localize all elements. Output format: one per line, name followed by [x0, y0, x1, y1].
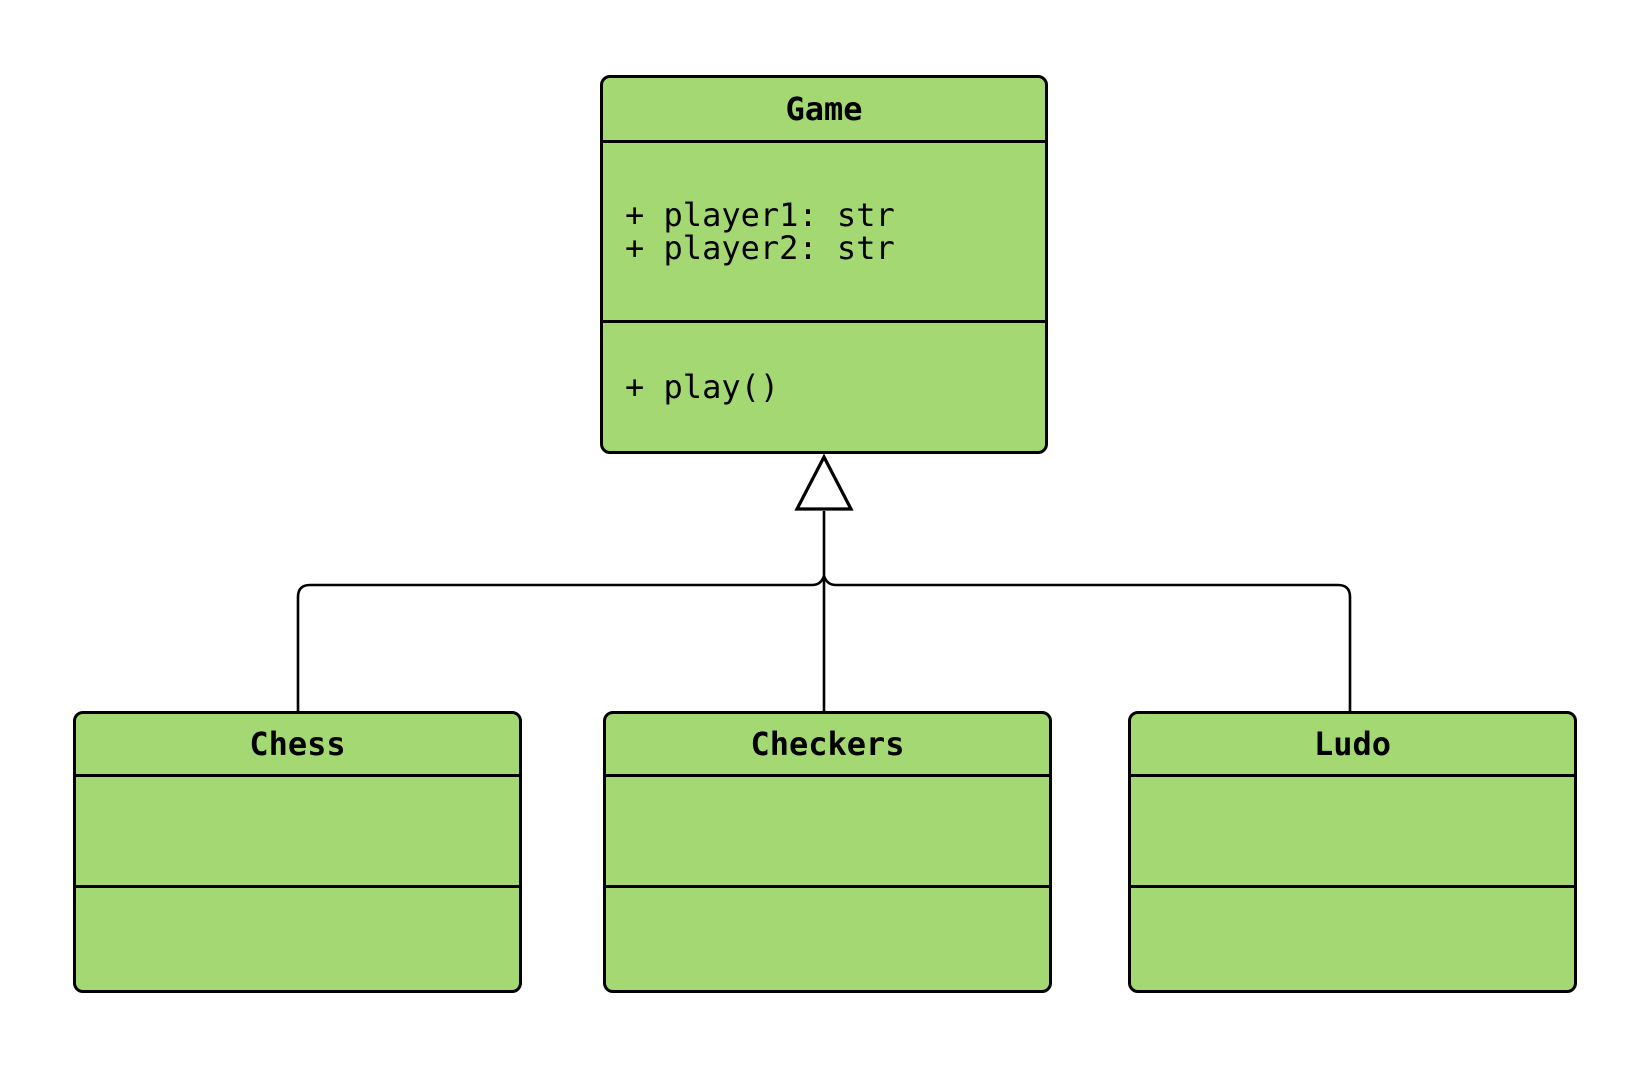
class-box-ludo: Ludo: [1128, 711, 1577, 993]
attribute-player1: + player1: str: [625, 195, 895, 234]
attributes-compartment-game: + player1: str + player2: str: [603, 140, 1045, 320]
class-title-game: Game: [785, 90, 863, 128]
attributes-compartment-chess: [76, 774, 519, 885]
class-box-chess: Chess: [73, 711, 522, 993]
methods-compartment-game: + play(): [603, 320, 1045, 451]
class-box-game: Game + player1: str + player2: str + pla…: [600, 75, 1048, 454]
inheritance-arrowhead-icon: [794, 453, 854, 511]
attribute-player2: + player2: str: [625, 228, 895, 267]
methods-compartment-checkers: [606, 885, 1049, 990]
class-title-chess: Chess: [249, 725, 346, 763]
method-play: + play(): [625, 367, 780, 406]
inheritance-edge-ludo-to-game: [822, 575, 1352, 711]
attributes-compartment-ludo: [1131, 774, 1574, 885]
class-title-checkers: Checkers: [750, 725, 905, 763]
methods-compartment-chess: [76, 885, 519, 990]
methods-compartment-ludo: [1131, 885, 1574, 990]
class-box-checkers: Checkers: [603, 711, 1052, 993]
attributes-compartment-checkers: [606, 774, 1049, 885]
class-title-ludo: Ludo: [1313, 725, 1392, 763]
inheritance-edge-chess-to-game: [296, 575, 826, 711]
